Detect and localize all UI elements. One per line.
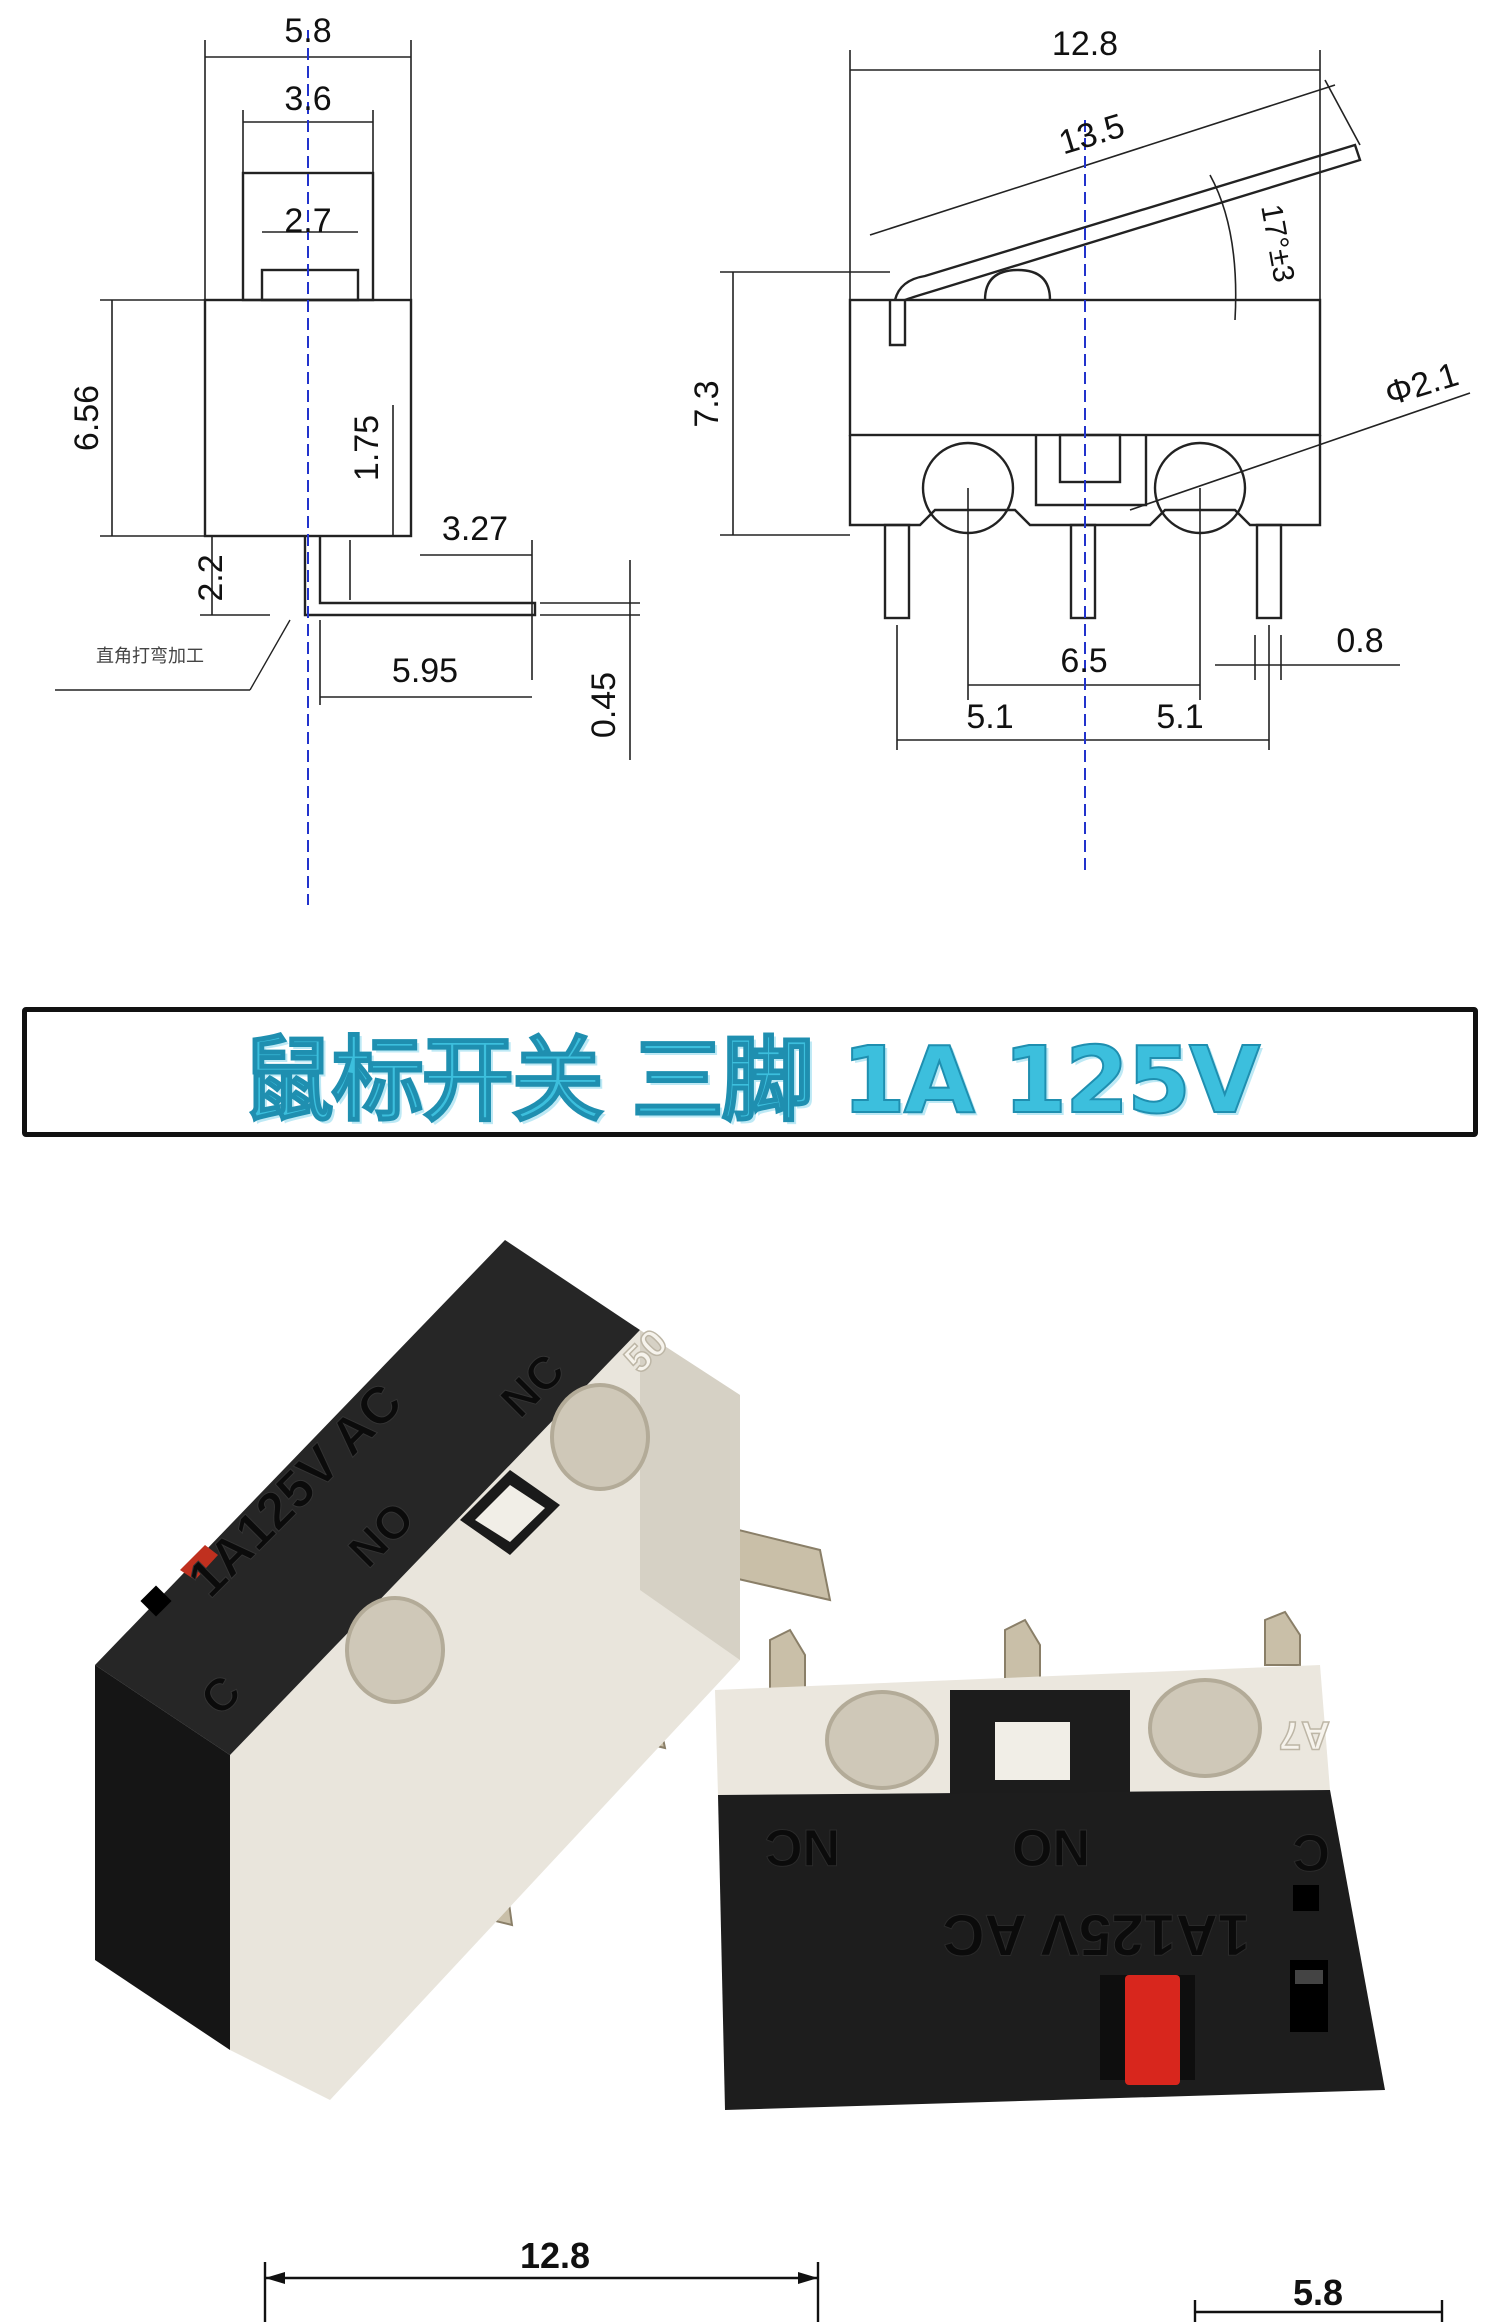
- side-pin-thickness-dim: 0.45: [585, 672, 623, 738]
- pin-pitch-right-dim: 5.1: [1156, 698, 1203, 736]
- hole-diameter-dim: Φ2.1: [1381, 355, 1463, 413]
- lever-angle-dim: 17°±3: [1254, 202, 1300, 285]
- bottom-front-width-dim: 12.8: [520, 2235, 590, 2276]
- bottom-dimension-drawing: 12.8 5.8: [263, 2235, 1444, 2322]
- side-pin-height-dim: 2.2: [192, 554, 230, 601]
- product-title-banner: 鼠标开关 三脚 1A 125V: [22, 1007, 1478, 1137]
- side-height-dim: 6.56: [68, 385, 106, 451]
- product-title: 鼠标开关 三脚 1A 125V: [241, 1026, 1262, 1135]
- side-actuator-width-dim: 2.7: [284, 202, 331, 240]
- right-switch-model: A7: [1279, 1713, 1330, 1757]
- bend-note: 直角打弯加工: [96, 646, 204, 666]
- side-lever-height-dim: 1.75: [348, 415, 386, 481]
- side-inner-width-dim: 3.6: [284, 80, 331, 118]
- front-height-dim: 7.3: [688, 380, 726, 427]
- front-width-dim: 12.8: [1052, 25, 1118, 63]
- side-pin-length-dim: 5.95: [392, 652, 458, 690]
- pin-width-dim: 0.8: [1336, 622, 1383, 660]
- right-switch-nc: NC: [765, 1818, 840, 1876]
- side-width-dim: 5.8: [284, 12, 331, 50]
- hole-spacing-dim: 6.5: [1060, 642, 1107, 680]
- bottom-side-width-dim: 5.8: [1293, 2272, 1343, 2313]
- product-photo: 1A125V AC NC NO C 50 1A125V AC NC NO C A…: [95, 1240, 1385, 2110]
- switch-left: 1A125V AC NC NO C 50: [95, 1240, 832, 2100]
- right-switch-no: NO: [1012, 1818, 1090, 1876]
- right-switch-rating: 1A125V AC: [943, 1902, 1250, 1967]
- switch-right: 1A125V AC NC NO C A7: [715, 1610, 1385, 2110]
- side-pin-offset-dim: 3.27: [442, 510, 508, 548]
- pin-pitch-left-dim: 5.1: [966, 698, 1013, 736]
- technical-drawing: 5.8 3.6 2.7 6.56 1.75 3.27 2.2 5.95 0.45…: [55, 12, 1471, 905]
- right-switch-c: C: [1292, 1823, 1330, 1881]
- lever-length-dim: 13.5: [1055, 107, 1129, 163]
